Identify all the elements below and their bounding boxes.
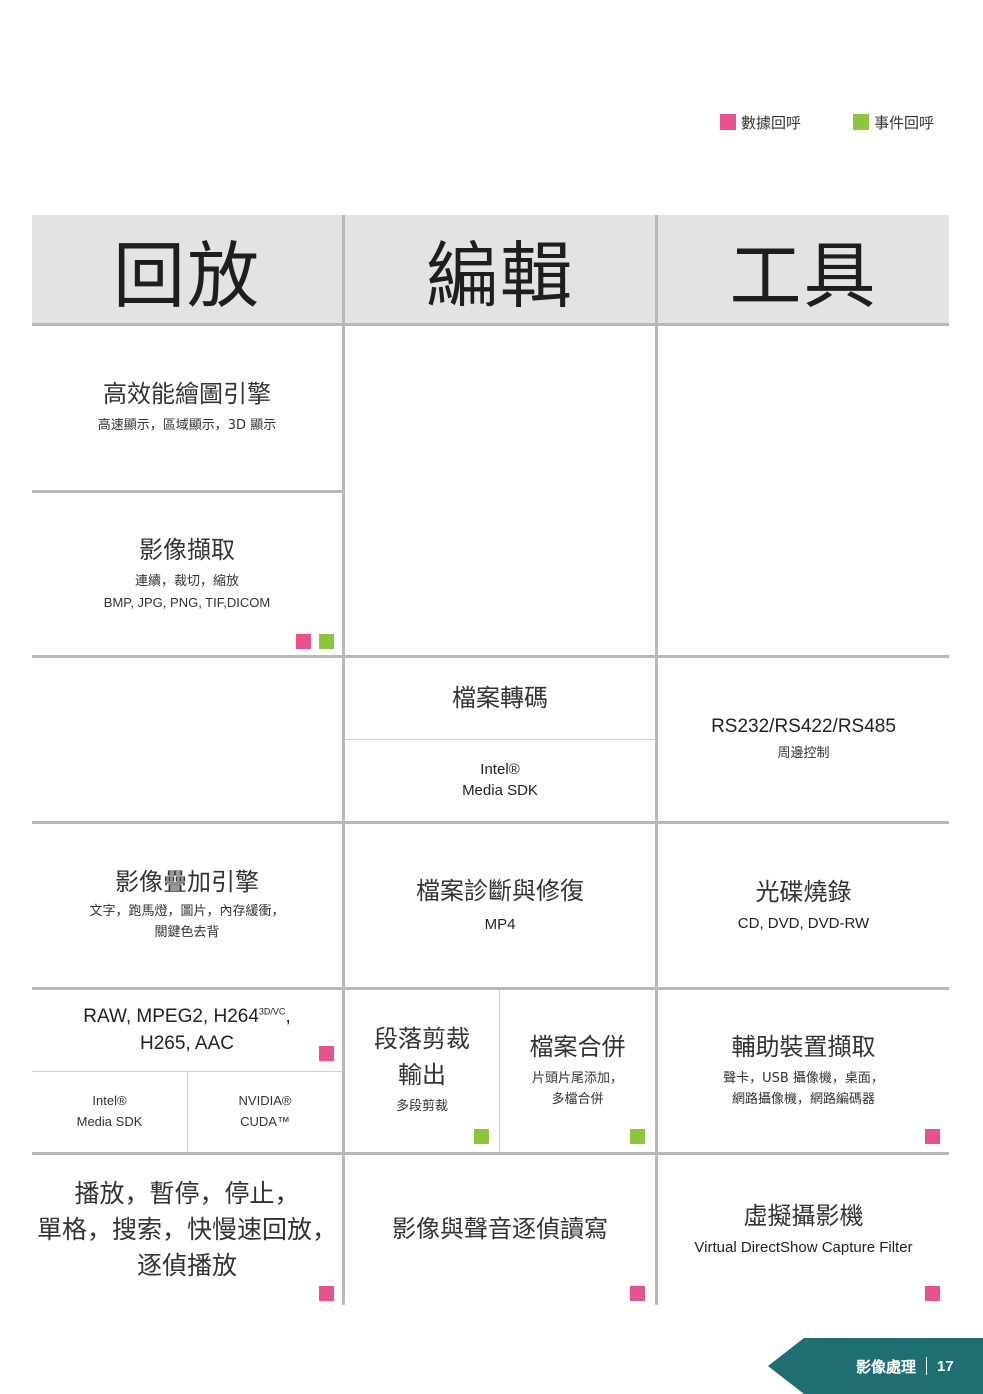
cell-file-merge: 檔案合併 片頭片尾添加， 多檔合併 xyxy=(500,990,655,1152)
grid-line xyxy=(32,655,949,658)
event-callback-marker-icon xyxy=(474,1129,489,1144)
cell-intel-sdk: Intel® Media SDK xyxy=(32,1072,187,1152)
cell-title: 虛擬攝影機 xyxy=(743,1202,864,1231)
cell-file-repair: 檔案診斷與修復 MP4 xyxy=(345,824,655,987)
cell-segment-trim: 段落剪裁 輸出 多段剪裁 xyxy=(345,990,499,1152)
cell-render-engine: 高效能繪圖引擎 高速顯示，區域顯示，3D 顯示 xyxy=(32,326,342,490)
grid-line xyxy=(499,990,500,1153)
sdk-name: Media SDK xyxy=(462,781,538,799)
footer-divider xyxy=(926,1357,928,1375)
cell-subtitle: 多檔合併 xyxy=(551,1091,604,1107)
sdk-brand: NVIDIA® xyxy=(238,1093,292,1109)
cell-title: 光碟燒錄 xyxy=(755,877,852,906)
sdk-brand: Intel® xyxy=(92,1093,127,1109)
legend-label: 數據回呼 xyxy=(741,113,802,132)
codec-list-2: H265, AAC xyxy=(140,1032,234,1054)
cell-transcode: 檔案轉碼 xyxy=(345,658,655,739)
cell-subtitle: 多段剪裁 xyxy=(395,1098,448,1114)
cell-subtitle: CD, DVD, DVD-RW xyxy=(737,914,870,932)
cell-virtual-camera: 虛擬攝影機 Virtual DirectShow Capture Filter xyxy=(658,1155,949,1305)
data-callback-marker-icon xyxy=(319,1286,334,1301)
cell-title: 影像擷取 xyxy=(139,535,235,564)
page-number: 17 xyxy=(937,1357,954,1375)
cell-serial-control: RS232/RS422/RS485 周邊控制 xyxy=(658,658,949,821)
playback-line: 單格，搜索，快慢速回放， xyxy=(36,1214,337,1244)
header-tools: 工具 xyxy=(658,215,949,323)
grid-line xyxy=(342,215,345,1305)
cell-subtitle: 連續，裁切，縮放 xyxy=(134,573,239,589)
grid-line xyxy=(345,739,655,740)
grid-line xyxy=(655,215,658,1305)
cell-disc-burning: 光碟燒錄 CD, DVD, DVD-RW xyxy=(658,824,949,987)
cell-subtitle: MP4 xyxy=(484,915,516,933)
cell-title: 檔案轉碼 xyxy=(452,683,548,712)
codec-superscript: 3D/VC xyxy=(258,1006,286,1017)
footer-page-tab: 影像處理 17 xyxy=(768,1338,983,1394)
pink-square-icon xyxy=(720,114,736,130)
legend-event-callback: 事件回呼 xyxy=(853,112,934,132)
cell-transcode-sdk: Intel® Media SDK xyxy=(345,740,655,821)
cell-playback-controls: 播放，暫停，停止， 單格，搜索，快慢速回放， 逐偵播放 xyxy=(32,1155,342,1305)
grid-line xyxy=(187,1071,188,1153)
data-callback-marker-icon xyxy=(925,1286,940,1301)
header-playback: 回放 xyxy=(32,215,342,323)
data-callback-marker-icon xyxy=(296,634,311,649)
cell-subtitle: 關鍵色去背 xyxy=(154,925,220,941)
grid-line xyxy=(32,490,342,493)
header-edit: 編輯 xyxy=(345,215,655,323)
codec-comma: , xyxy=(285,1005,291,1027)
cell-title: 段落剪裁 xyxy=(374,1025,470,1054)
green-square-icon xyxy=(853,114,869,130)
playback-line: 播放，暫停，停止， xyxy=(74,1178,300,1208)
cell-subtitle: 高速顯示，區域顯示，3D 顯示 xyxy=(97,418,277,434)
legend-label: 事件回呼 xyxy=(874,113,935,132)
cell-image-capture: 影像擷取 連續，裁切，縮放 BMP, JPG, PNG, TIF,DICOM xyxy=(32,493,342,655)
cell-title: 影像與聲音逐偵讀寫 xyxy=(392,1215,608,1244)
sdk-name: Media SDK xyxy=(76,1114,143,1129)
data-callback-marker-icon xyxy=(925,1129,940,1144)
grid-line xyxy=(32,987,949,990)
cell-subtitle: Virtual DirectShow Capture Filter xyxy=(694,1239,913,1257)
grid-line xyxy=(32,323,949,326)
event-callback-marker-icon xyxy=(630,1129,645,1144)
cell-subtitle: 周邊控制 xyxy=(777,746,830,762)
cell-subtitle: 聲卡，USB 攝像機，桌面， xyxy=(723,1070,884,1086)
legend-data-callback: 數據回呼 xyxy=(720,112,801,132)
cell-subtitle: 片頭片尾添加， xyxy=(531,1070,623,1086)
cell-overlay-engine: 影像疊加引擎 文字，跑馬燈，圖片，內存緩衝， 關鍵色去背 xyxy=(32,824,342,987)
cell-subtitle: 文字，跑馬燈，圖片，內存緩衝， xyxy=(89,904,285,920)
cell-codec: RAW, MPEG2, H2643D/VC, H265, AAC xyxy=(32,990,342,1071)
playback-line: 逐偵播放 xyxy=(136,1251,237,1281)
cell-nvidia-cuda: NVIDIA® CUDA™ xyxy=(188,1072,342,1152)
cell-title: 輸出 xyxy=(398,1060,446,1089)
cell-aux-capture: 輔助裝置擷取 聲卡，USB 攝像機，桌面， 網路攝像機，網路編碼器 xyxy=(658,990,949,1152)
cell-title: 影像疊加引擎 xyxy=(115,868,259,897)
cell-title: 檔案診斷與修復 xyxy=(416,876,584,905)
footer-arrow-shape xyxy=(768,1338,983,1394)
cell-title: RS232/RS422/RS485 xyxy=(711,715,896,737)
sdk-brand: Intel® xyxy=(480,761,520,779)
codec-list: RAW, MPEG2, H264 xyxy=(83,1005,259,1027)
grid-line xyxy=(32,821,949,824)
cell-subtitle: 網路攝像機，網路編碼器 xyxy=(731,1091,875,1107)
data-callback-marker-icon xyxy=(630,1286,645,1301)
cell-title: 輔助裝置擷取 xyxy=(731,1032,876,1061)
grid-line xyxy=(32,1152,949,1155)
data-callback-marker-icon xyxy=(319,1046,334,1061)
cell-formats: BMP, JPG, PNG, TIF,DICOM xyxy=(103,594,271,610)
event-callback-marker-icon xyxy=(319,634,334,649)
cell-title: 檔案合併 xyxy=(529,1032,626,1061)
sdk-name: CUDA™ xyxy=(240,1114,290,1129)
cell-frame-read-write: 影像與聲音逐偵讀寫 xyxy=(345,1155,655,1305)
cell-title: 高效能繪圖引擎 xyxy=(103,380,271,408)
footer-section: 影像處理 xyxy=(856,1357,917,1376)
